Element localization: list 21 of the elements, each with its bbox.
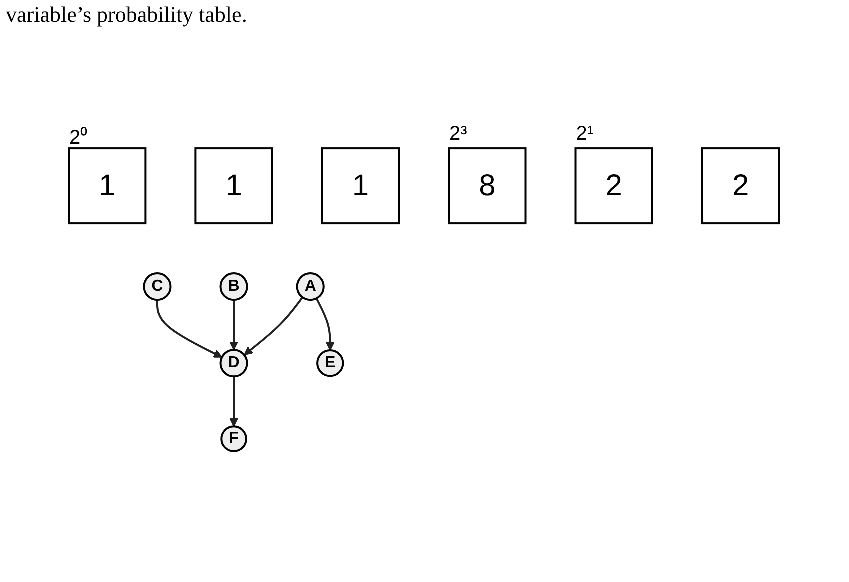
node-circle: E [316, 350, 345, 378]
node-circle: A [296, 272, 326, 302]
node-box: 8 [448, 148, 528, 225]
annotation-text: 2³ [450, 122, 468, 146]
caption-text: variable’s probability table. [6, 2, 248, 28]
node-box: 2 [575, 148, 654, 225]
node-circle: D [220, 349, 249, 378]
node-circle: C [144, 272, 172, 302]
arrow [316, 298, 336, 351]
node-box: 2 [702, 148, 781, 225]
arrow [156, 300, 223, 358]
node-circle: B [220, 272, 249, 302]
node-box: 1 [68, 148, 148, 225]
annotation-text: 2¹ [576, 122, 594, 146]
node-box: 1 [322, 148, 400, 225]
node-box: 1 [195, 148, 274, 225]
annotation-text: 2⁰ [69, 126, 88, 150]
arrow [244, 296, 304, 356]
node-circle: F [221, 426, 248, 452]
arrow [230, 376, 239, 428]
arrow [230, 300, 239, 350]
